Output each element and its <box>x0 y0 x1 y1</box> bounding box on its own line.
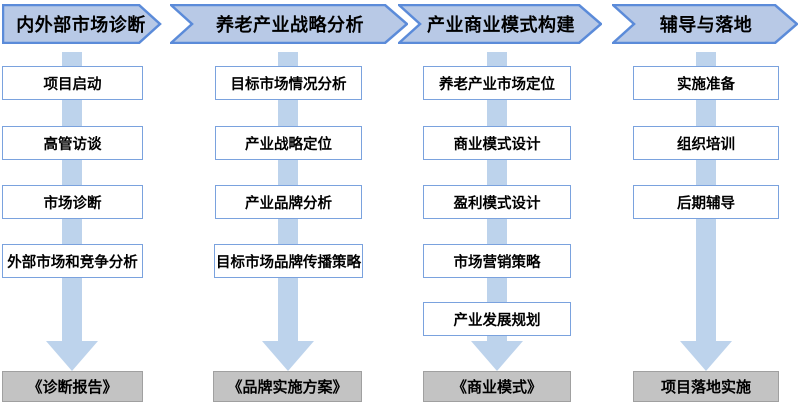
phase-header-arrow <box>612 4 798 44</box>
phase-header-arrow <box>398 4 602 44</box>
phase-header-label: 辅导与落地 <box>659 15 753 35</box>
step-box: 外部市场和竞争分析 <box>2 244 143 278</box>
step-box: 产业战略定位 <box>215 126 362 160</box>
flow-arrow-head-icon <box>46 341 98 371</box>
step-box: 目标市场情况分析 <box>215 66 362 100</box>
step-box: 盈利模式设计 <box>423 185 571 219</box>
phase-header-label: 养老产业战略分析 <box>216 15 364 35</box>
step-box: 组织培训 <box>633 126 779 160</box>
phase-header-label: 产业商业模式构建 <box>427 15 575 35</box>
phase-header-label: 内外部市场诊断 <box>16 15 146 35</box>
deliverable-box: 《商业模式》 <box>423 371 571 402</box>
flow-arrow-head-icon <box>680 341 732 371</box>
step-box: 项目启动 <box>2 66 143 100</box>
step-box: 商业模式设计 <box>423 126 571 160</box>
phase-header-arrow <box>170 4 408 44</box>
step-box: 实施准备 <box>633 66 779 100</box>
step-box: 养老产业市场定位 <box>423 66 571 100</box>
step-box: 高管访谈 <box>2 126 143 160</box>
step-box: 市场营销策略 <box>423 244 571 278</box>
step-box: 市场诊断 <box>2 185 143 219</box>
phase-header-arrow <box>2 4 162 44</box>
deliverable-box: 《品牌实施方案》 <box>213 371 362 402</box>
deliverable-box: 项目落地实施 <box>633 371 779 402</box>
step-box: 后期辅导 <box>633 185 779 219</box>
step-box: 产业发展规划 <box>423 302 571 336</box>
flow-arrow-head-icon <box>262 341 314 371</box>
step-box: 目标市场品牌传播策略 <box>214 244 363 278</box>
deliverable-box: 《诊断报告》 <box>2 371 143 402</box>
flow-arrow-head-icon <box>471 341 523 371</box>
step-box: 产业品牌分析 <box>215 185 362 219</box>
